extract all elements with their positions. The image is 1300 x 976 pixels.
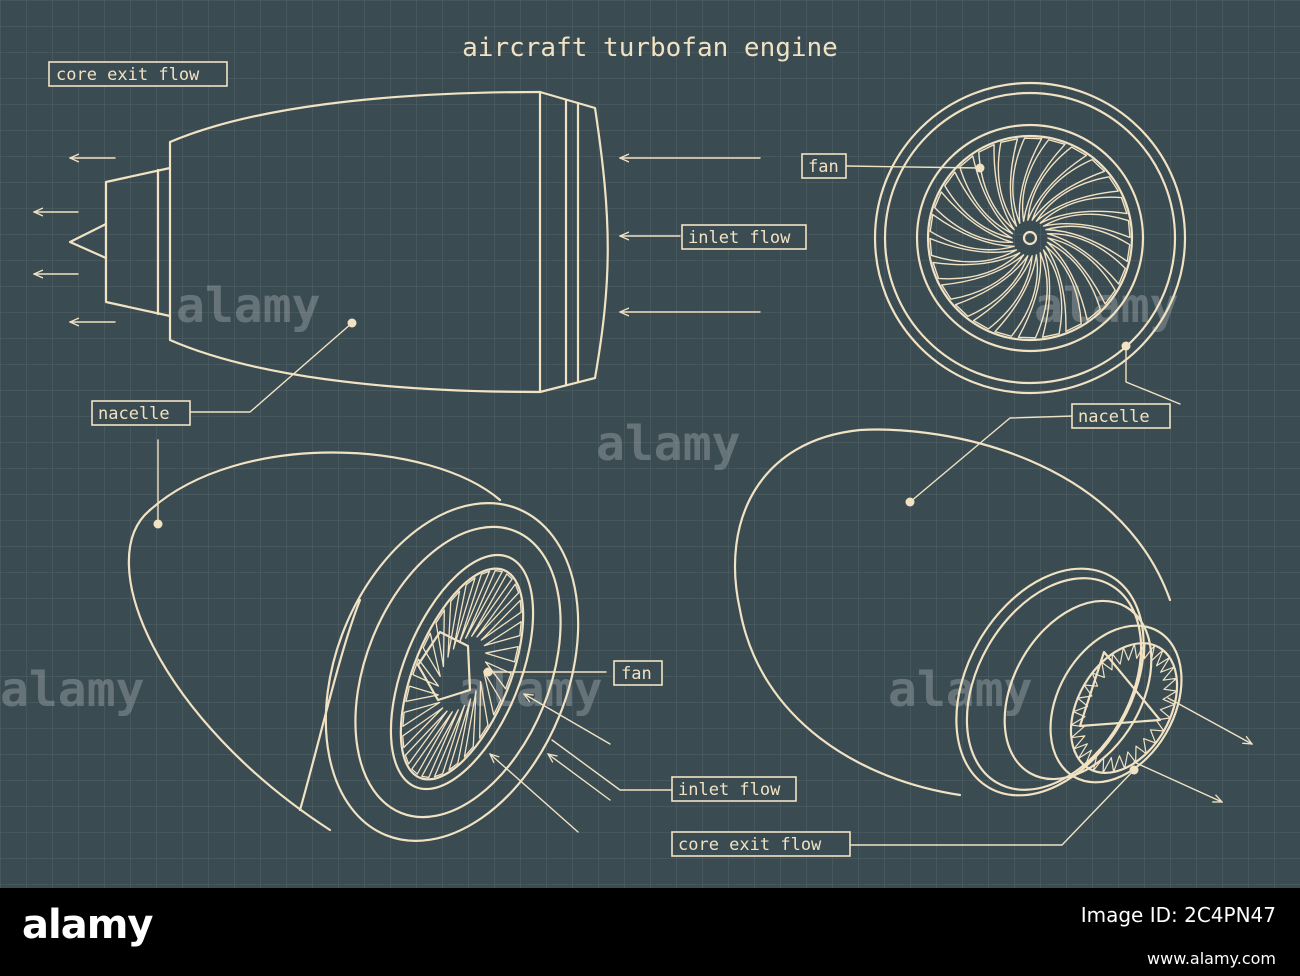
watermark-text: alamy [176, 278, 321, 334]
fan-blade [954, 255, 1029, 318]
fan-blade [940, 254, 1025, 300]
label-fan-iso: fan [621, 664, 652, 684]
label-nacelle-side: nacelle [98, 404, 170, 424]
fan-blade [435, 609, 445, 668]
fan-blade [483, 621, 522, 647]
fan-blade [994, 254, 1039, 337]
label-inlet-flow-top: inlet flow [688, 228, 791, 248]
fan-blade [932, 252, 1021, 280]
fan-blade [1046, 232, 1126, 285]
fan-blade [929, 213, 1015, 251]
label-core-exit-flow-top: core exit flow [56, 65, 200, 85]
label-box-inlet-flow-iso [671, 776, 797, 802]
fan-blade [1017, 252, 1048, 339]
fan-blade [402, 707, 444, 749]
fan-blade [463, 690, 477, 758]
label-box-nacelle-side [91, 400, 191, 426]
footer-bar: alamy Image ID: 2C4PN47 www.alamy.com [0, 888, 1300, 976]
grid [0, 0, 1300, 888]
fan-blade [972, 255, 1033, 330]
fan-blade [465, 569, 503, 639]
engine-front-view [873, 81, 1187, 395]
fan-blade [1012, 137, 1043, 224]
label-box-fan-iso [613, 660, 663, 686]
label-core-exit-flow-iso: core exit flow [678, 835, 822, 855]
fan-blade [1031, 158, 1106, 221]
watermark-text: alamy [0, 662, 145, 718]
fan-blade [402, 701, 441, 727]
label-nacelle-front: nacelle [1078, 407, 1150, 427]
fan-blade [412, 658, 440, 687]
fan-blade [1047, 237, 1116, 305]
fan-blade [405, 685, 439, 703]
fan-blade [452, 577, 476, 650]
fan-blade [483, 670, 502, 716]
label-box-inlet-flow-top [681, 224, 807, 250]
footer-logo: alamy [22, 902, 153, 948]
fan-blade [959, 155, 1014, 235]
footer-image-id: Image ID: 2C4PN47 [1080, 903, 1276, 927]
label-box-core-exit-flow-iso [671, 831, 851, 857]
fan-blade [1021, 139, 1066, 222]
label-box-fan-front [801, 153, 847, 179]
fan-blade [1046, 241, 1101, 321]
fan-blade [929, 237, 1018, 263]
fan-blade [404, 710, 448, 765]
leader-lines [157, 165, 1181, 846]
fan-blade [978, 143, 1015, 231]
turbine-teeth [1070, 642, 1178, 774]
fan-blade [479, 680, 489, 739]
label-fan-front: fan [808, 157, 839, 177]
fan-blade [421, 709, 459, 779]
fan-blade [944, 171, 1013, 239]
fan-blade [934, 191, 1014, 244]
fan-blade [422, 632, 441, 678]
fan-blade [484, 661, 512, 690]
fan-blade [411, 711, 453, 775]
engine-iso-front [127, 451, 580, 842]
blueprint-diagram: alamy alamy alamy alamy alamy alamy airc… [0, 0, 1300, 888]
watermark-text: alamy [596, 416, 741, 472]
fan-blade [1035, 176, 1120, 222]
page-title: aircraft turbofan engine [462, 33, 838, 63]
fan-blade [458, 570, 491, 644]
fan-blade [1039, 196, 1128, 224]
engine-side-view [68, 90, 609, 394]
fan-blade [476, 583, 520, 638]
engine-iso-rear [733, 428, 1183, 797]
fan-blade [997, 138, 1019, 227]
flow-arrows-iso-front [490, 694, 611, 833]
fan-blade [433, 704, 466, 778]
label-inlet-flow-iso: inlet flow [678, 780, 781, 800]
footer-url: www.alamy.com [1147, 949, 1276, 968]
fan-blade [1027, 146, 1088, 221]
fan-blade [448, 698, 472, 771]
fan-blade [1045, 225, 1131, 263]
label-box-nacelle-front [1071, 403, 1171, 429]
flow-arrows-side [34, 158, 761, 322]
fan-blade [1042, 213, 1131, 239]
fan-blade [471, 573, 513, 637]
fan-blade [1041, 249, 1063, 338]
fan-blade [1045, 245, 1082, 333]
label-box-core-exit-flow-top [48, 61, 228, 87]
flow-arrows-iso-rear [1133, 697, 1252, 803]
leader-dots [153, 163, 1139, 775]
fan-blade [480, 599, 522, 641]
fan-blade [485, 645, 519, 663]
fan-blade [447, 590, 461, 658]
